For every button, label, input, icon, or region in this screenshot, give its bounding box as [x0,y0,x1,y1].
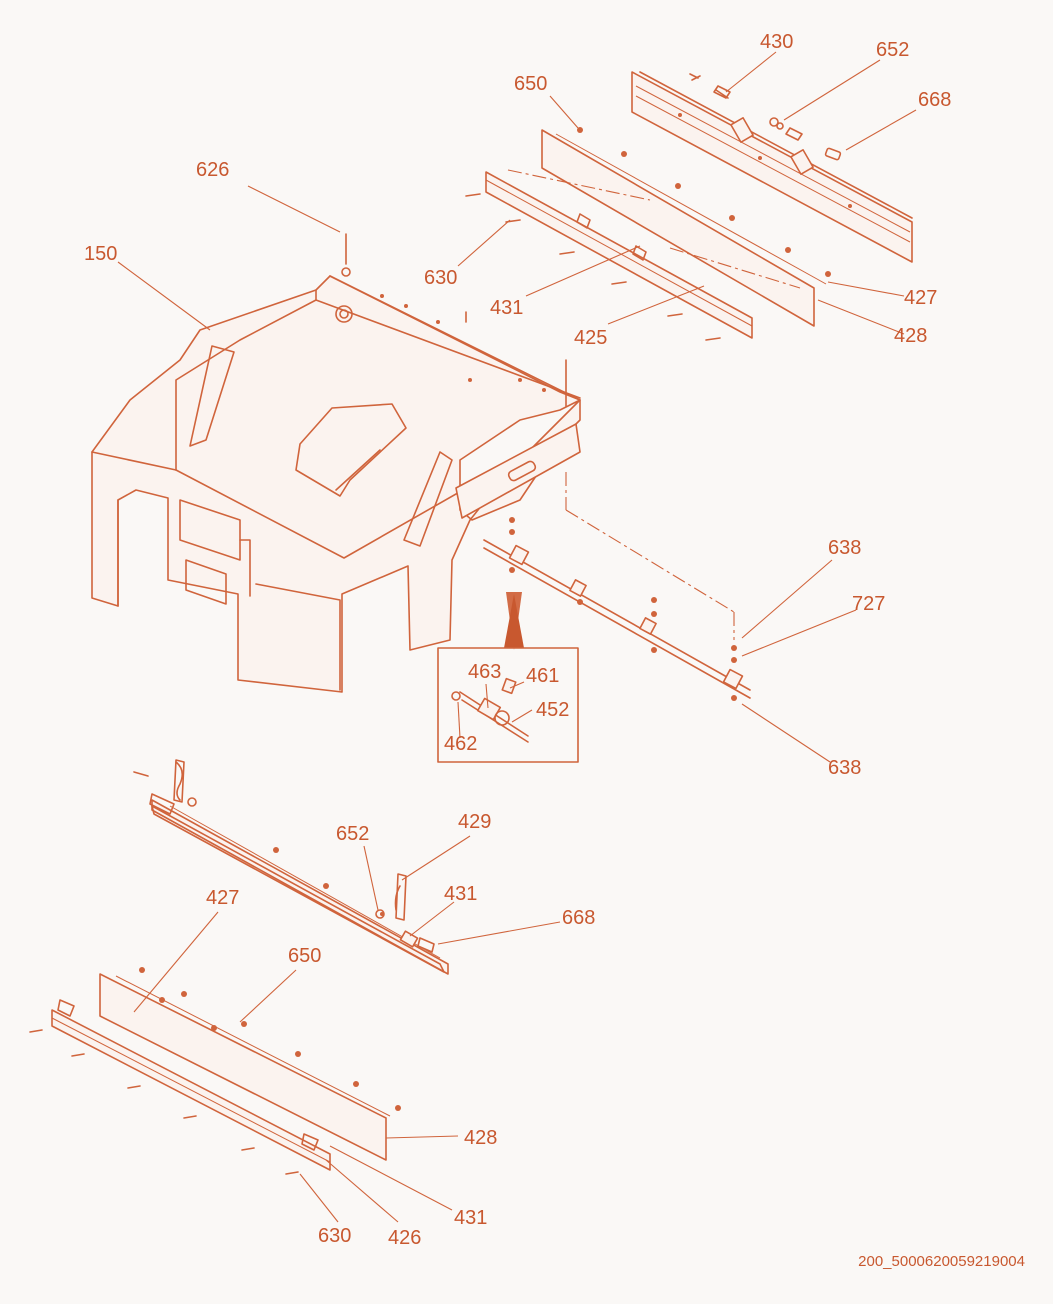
plate-427-428-top [541,127,831,327]
callout-463: 463 [468,661,501,683]
rear-plate-430-assembly [631,71,913,263]
callout-431: 431 [444,883,477,905]
callout-630: 630 [318,1225,351,1247]
lower-bar-assembly [133,759,449,975]
callout-427: 427 [904,287,937,309]
callout-652: 652 [876,39,909,61]
callout-727: 727 [852,593,885,615]
callout-461: 461 [526,665,559,687]
callout-630: 630 [424,267,457,289]
document-id: 200_5000620059219004 [858,1253,1025,1270]
callout-452: 452 [536,699,569,721]
callout-431: 431 [490,297,523,319]
callout-638: 638 [828,757,861,779]
callout-426: 426 [388,1227,421,1249]
callout-668: 668 [562,907,595,929]
callout-652: 652 [336,823,369,845]
callout-430: 430 [760,31,793,53]
plate-427-428-bottom [99,967,401,1161]
callout-650: 650 [514,73,547,95]
callout-labels: 430 652 650 668 626 150 630 431 425 427 … [84,31,951,1249]
channel-426-bottom [29,999,331,1175]
callout-427: 427 [206,887,239,909]
callout-650: 650 [288,945,321,967]
callout-431: 431 [454,1207,487,1229]
callout-428: 428 [464,1127,497,1149]
callout-668: 668 [918,89,951,111]
main-housing-150 [91,233,581,693]
callout-638: 638 [828,537,861,559]
shaft-assembly [483,472,751,701]
callout-428: 428 [894,325,927,347]
callout-425: 425 [574,327,607,349]
detail-inset [437,647,579,763]
leader-lines [117,51,917,1223]
callout-150: 150 [84,243,117,265]
callout-626: 626 [196,159,229,181]
callout-429: 429 [458,811,491,833]
callout-462: 462 [444,733,477,755]
